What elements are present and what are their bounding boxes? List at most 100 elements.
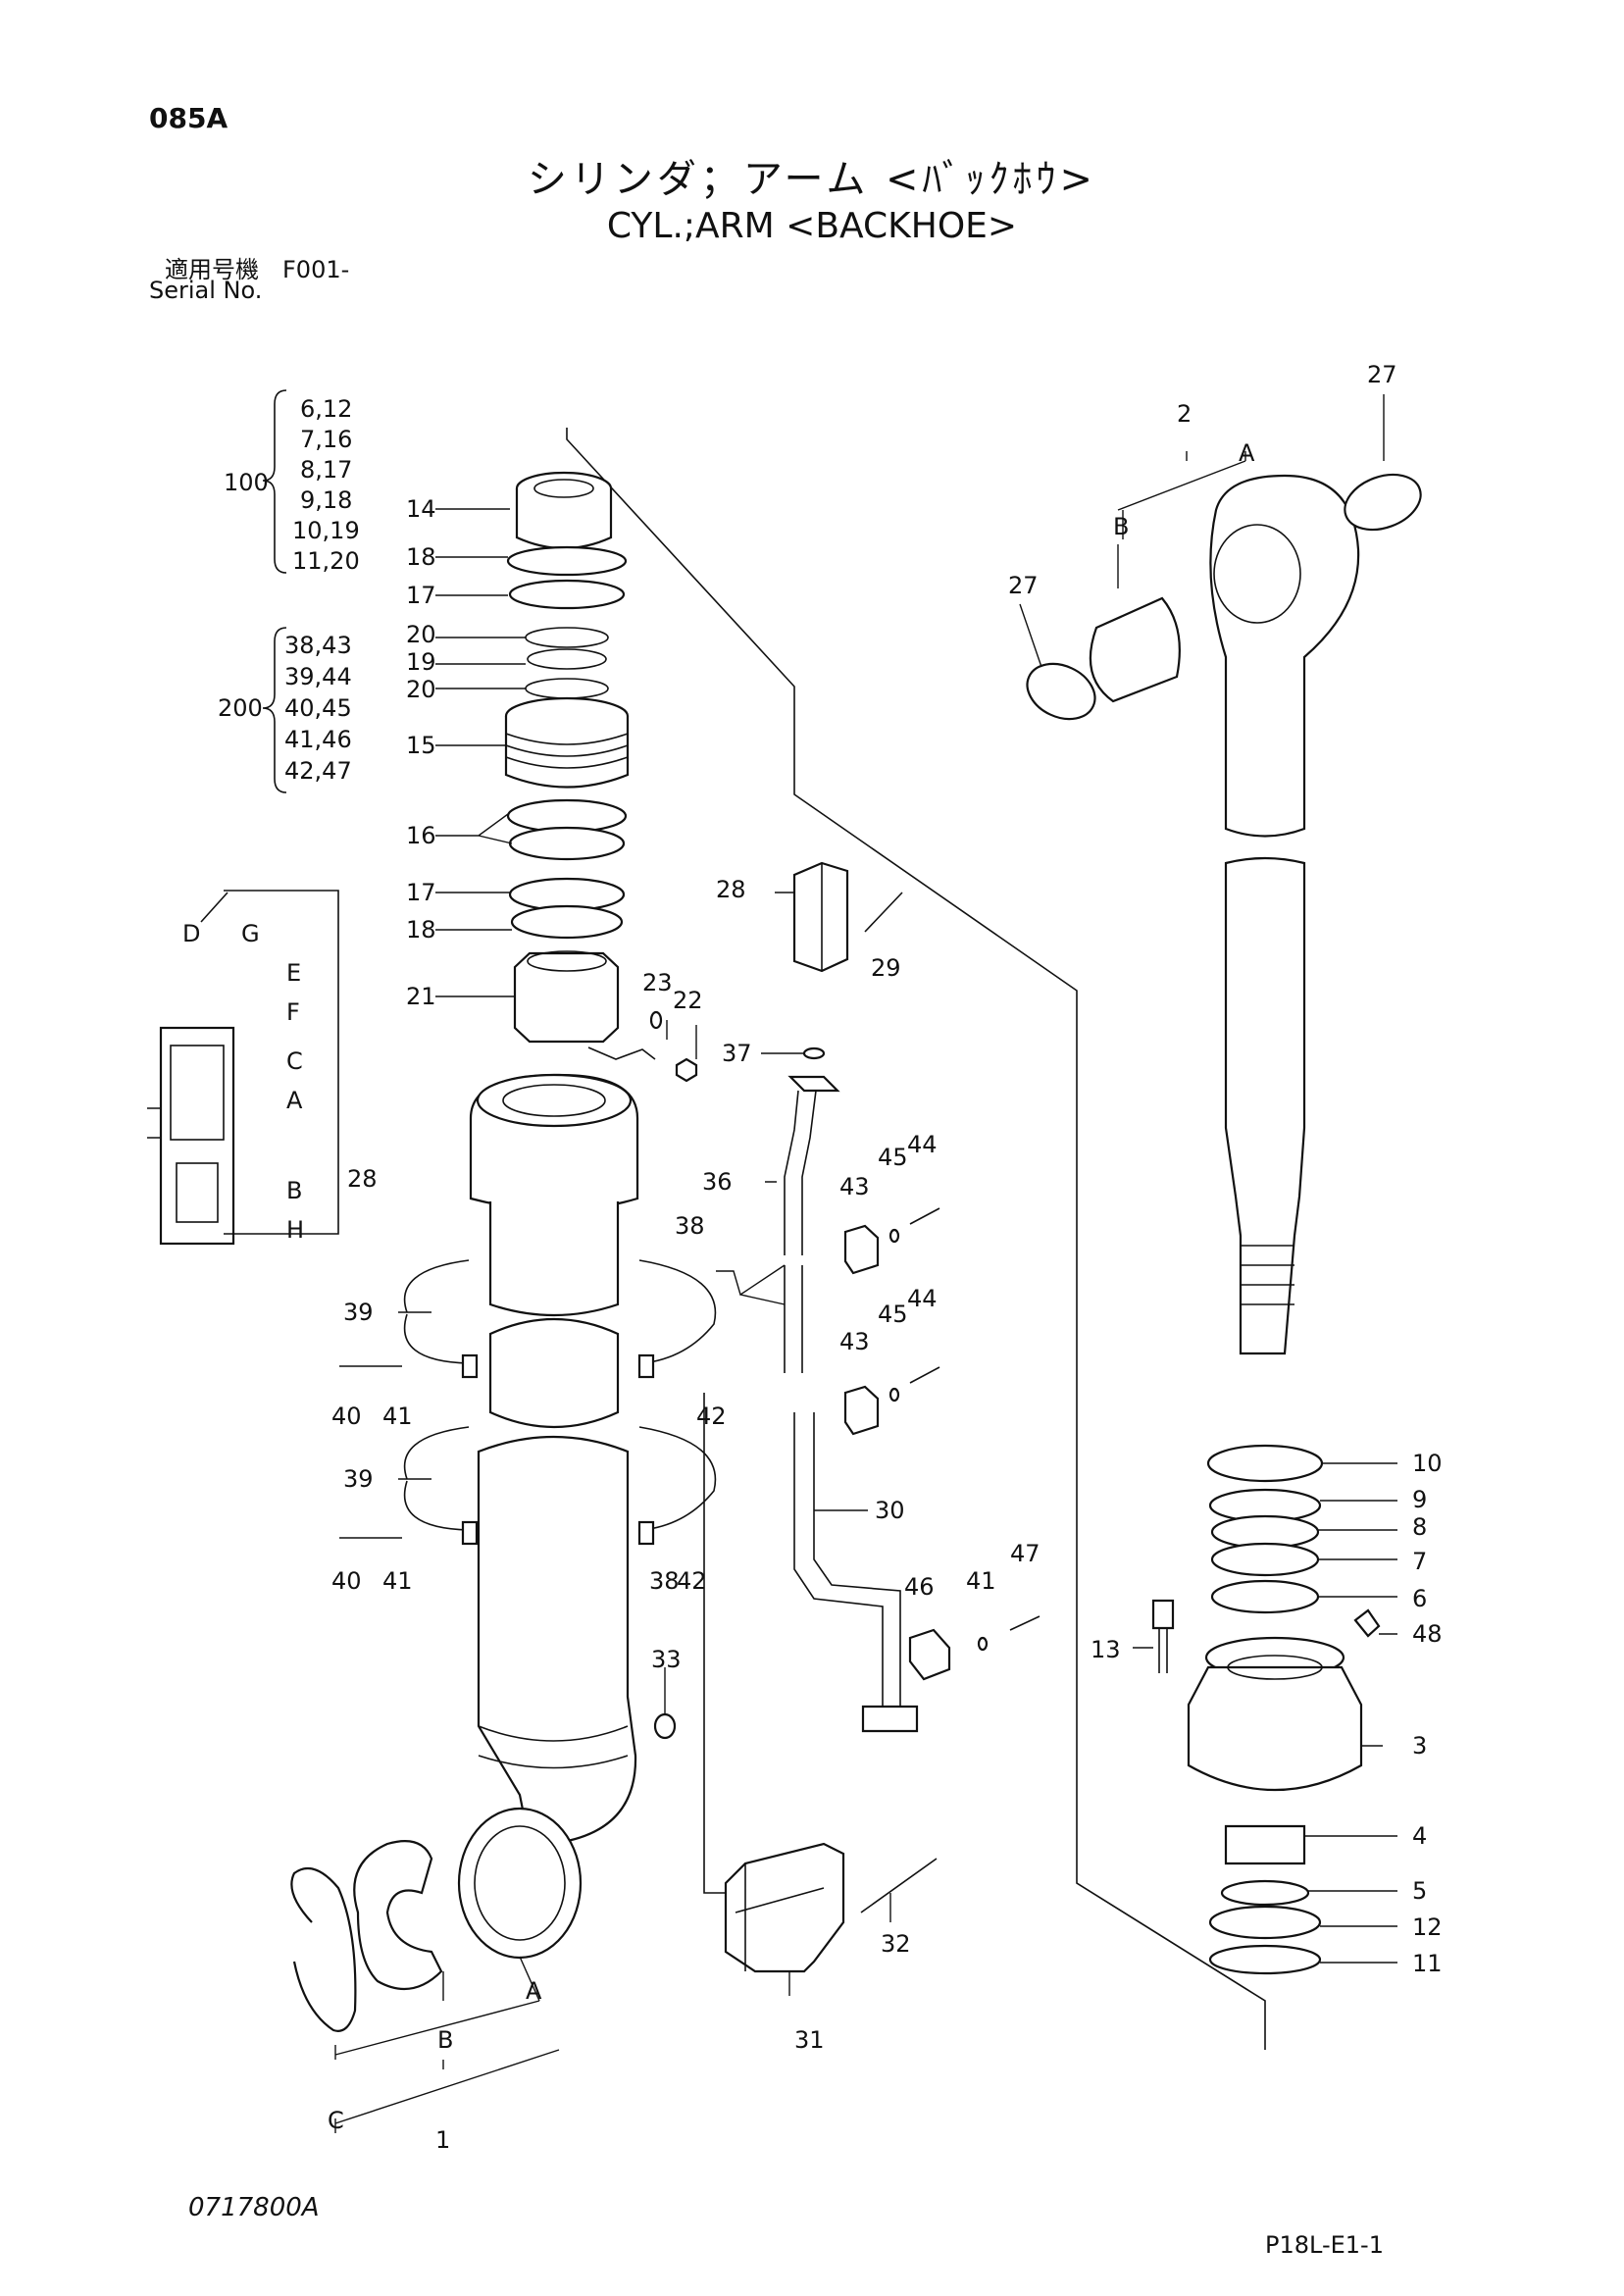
callout-10: 10 bbox=[1412, 1450, 1443, 1477]
letter-references: A B A B C D G E F C A B H bbox=[182, 439, 1255, 2134]
callout-36: 36 bbox=[702, 1168, 733, 1196]
rod-cover-lower-parts bbox=[1208, 1824, 1322, 1975]
part-22-23-screw bbox=[587, 1010, 698, 1083]
callout-13: 13 bbox=[1091, 1636, 1121, 1663]
part-13-bolt bbox=[1151, 1599, 1175, 1673]
callout-30: 30 bbox=[875, 1497, 905, 1524]
kit-200-number: 200 bbox=[218, 694, 263, 722]
callout-12: 12 bbox=[1412, 1913, 1443, 1941]
callout-43: 43 bbox=[839, 1173, 870, 1200]
kit-100-number: 100 bbox=[224, 469, 269, 496]
leader-lines bbox=[334, 394, 1397, 2133]
callout-40-lower: 40 bbox=[331, 1567, 362, 1595]
part-31-block bbox=[724, 1842, 845, 1973]
kit-100-item: 6,12 bbox=[300, 395, 352, 423]
callout-3: 3 bbox=[1412, 1732, 1427, 1760]
callout-37: 37 bbox=[722, 1040, 752, 1067]
callout-7: 7 bbox=[1412, 1548, 1427, 1575]
callout-40: 40 bbox=[331, 1403, 362, 1430]
callout-20-lower: 20 bbox=[406, 676, 436, 703]
callout-27-top: 27 bbox=[1367, 361, 1397, 388]
callout-18: 18 bbox=[406, 543, 436, 571]
part-2b-bushing bbox=[1089, 596, 1181, 703]
letter-h: H bbox=[286, 1216, 304, 1244]
callout-33: 33 bbox=[651, 1646, 682, 1673]
callout-22: 22 bbox=[673, 987, 703, 1014]
rod-seal-rings bbox=[1206, 1444, 1324, 1614]
part-21-nut bbox=[513, 950, 620, 1044]
callout-17: 17 bbox=[406, 582, 436, 609]
page-title-english: CYL.;ARM <BACKHOE> bbox=[606, 206, 1018, 246]
callout-41: 41 bbox=[382, 1403, 413, 1430]
callout-42-lower: 42 bbox=[677, 1567, 707, 1595]
callout-39: 39 bbox=[343, 1299, 374, 1326]
callout-4: 4 bbox=[1412, 1822, 1427, 1850]
callout-48: 48 bbox=[1412, 1620, 1443, 1648]
kit-100-brace bbox=[262, 389, 287, 574]
callout-41-pipe: 41 bbox=[966, 1567, 996, 1595]
part-30-pipe bbox=[784, 1075, 919, 1733]
kit-200-item: 38,43 bbox=[284, 632, 352, 659]
callout-39-lower: 39 bbox=[343, 1465, 374, 1493]
kit-200-item: 42,47 bbox=[284, 757, 352, 785]
letter-e: E bbox=[286, 959, 301, 987]
callout-32: 32 bbox=[881, 1930, 911, 1958]
callout-44-lower: 44 bbox=[907, 1285, 938, 1312]
callout-18-lower: 18 bbox=[406, 916, 436, 944]
kit-100-item: 8,17 bbox=[300, 456, 352, 484]
callout-27-left: 27 bbox=[1008, 572, 1039, 599]
kit-200-list: 200 38,43 39,44 40,45 41,46 42,47 bbox=[218, 627, 352, 793]
letter-c-inset: C bbox=[286, 1047, 303, 1075]
part-27-rings bbox=[1026, 473, 1422, 721]
part-29-bolt bbox=[864, 892, 903, 933]
callout-43-lower: 43 bbox=[839, 1328, 870, 1355]
callout-8: 8 bbox=[1412, 1513, 1427, 1541]
callout-11: 11 bbox=[1412, 1950, 1443, 1977]
letter-d: D bbox=[182, 920, 200, 947]
kit-200-item: 41,46 bbox=[284, 726, 352, 753]
callout-6: 6 bbox=[1412, 1585, 1427, 1612]
kit-100-item: 7,16 bbox=[300, 426, 352, 453]
callout-17-lower: 17 bbox=[406, 879, 436, 906]
callout-38-lower: 38 bbox=[649, 1567, 680, 1595]
part-15-piston bbox=[504, 696, 630, 789]
callout-28-inset: 28 bbox=[347, 1165, 378, 1193]
part-28-valve bbox=[792, 861, 849, 973]
detail-inset-valve bbox=[147, 890, 339, 1246]
callout-2: 2 bbox=[1177, 400, 1192, 428]
bolts-44-47 bbox=[888, 1207, 1040, 1652]
callout-46: 46 bbox=[904, 1573, 935, 1601]
callout-38: 38 bbox=[675, 1212, 705, 1240]
callout-21: 21 bbox=[406, 983, 436, 1010]
part-1b-bushing bbox=[353, 1840, 443, 1991]
part-32-bolt bbox=[860, 1858, 938, 1913]
letter-a-inset: A bbox=[286, 1087, 303, 1114]
seal-rings-upper bbox=[506, 545, 628, 699]
callout-19: 19 bbox=[406, 648, 436, 676]
pipe-routing-line bbox=[703, 1393, 726, 1894]
letter-a-rod: A bbox=[1239, 439, 1255, 467]
drawing-number: 0717800A bbox=[188, 2193, 320, 2222]
part-48-nipple bbox=[1353, 1608, 1381, 1638]
callout-47: 47 bbox=[1010, 1540, 1040, 1567]
callout-5: 5 bbox=[1412, 1877, 1427, 1905]
callout-15: 15 bbox=[406, 732, 436, 759]
clamps-43-46 bbox=[843, 1224, 951, 1681]
callout-42: 42 bbox=[696, 1403, 727, 1430]
band-clamps bbox=[339, 1259, 717, 1546]
page-title-japanese: シリンダ；アーム <ﾊﾞｯｸﾎｳ> bbox=[527, 157, 1097, 202]
kit-100-item: 10,19 bbox=[292, 517, 360, 544]
callout-20: 20 bbox=[406, 621, 436, 648]
letter-c-tube: C bbox=[328, 2107, 344, 2134]
page-reference: P18L-E1-1 bbox=[1265, 2231, 1384, 2259]
letter-a-tube: A bbox=[526, 1977, 542, 2005]
seal-rings-lower bbox=[506, 798, 628, 940]
kit-200-brace bbox=[262, 627, 287, 793]
serial-label-japanese: 適用号機 F001- bbox=[165, 256, 350, 283]
callout-45-lower: 45 bbox=[878, 1301, 908, 1328]
part-14-bushing bbox=[515, 471, 613, 550]
letter-f: F bbox=[286, 998, 300, 1026]
part-2-piston-rod bbox=[1209, 474, 1360, 1355]
part-3-rod-cover bbox=[1187, 1636, 1363, 1792]
